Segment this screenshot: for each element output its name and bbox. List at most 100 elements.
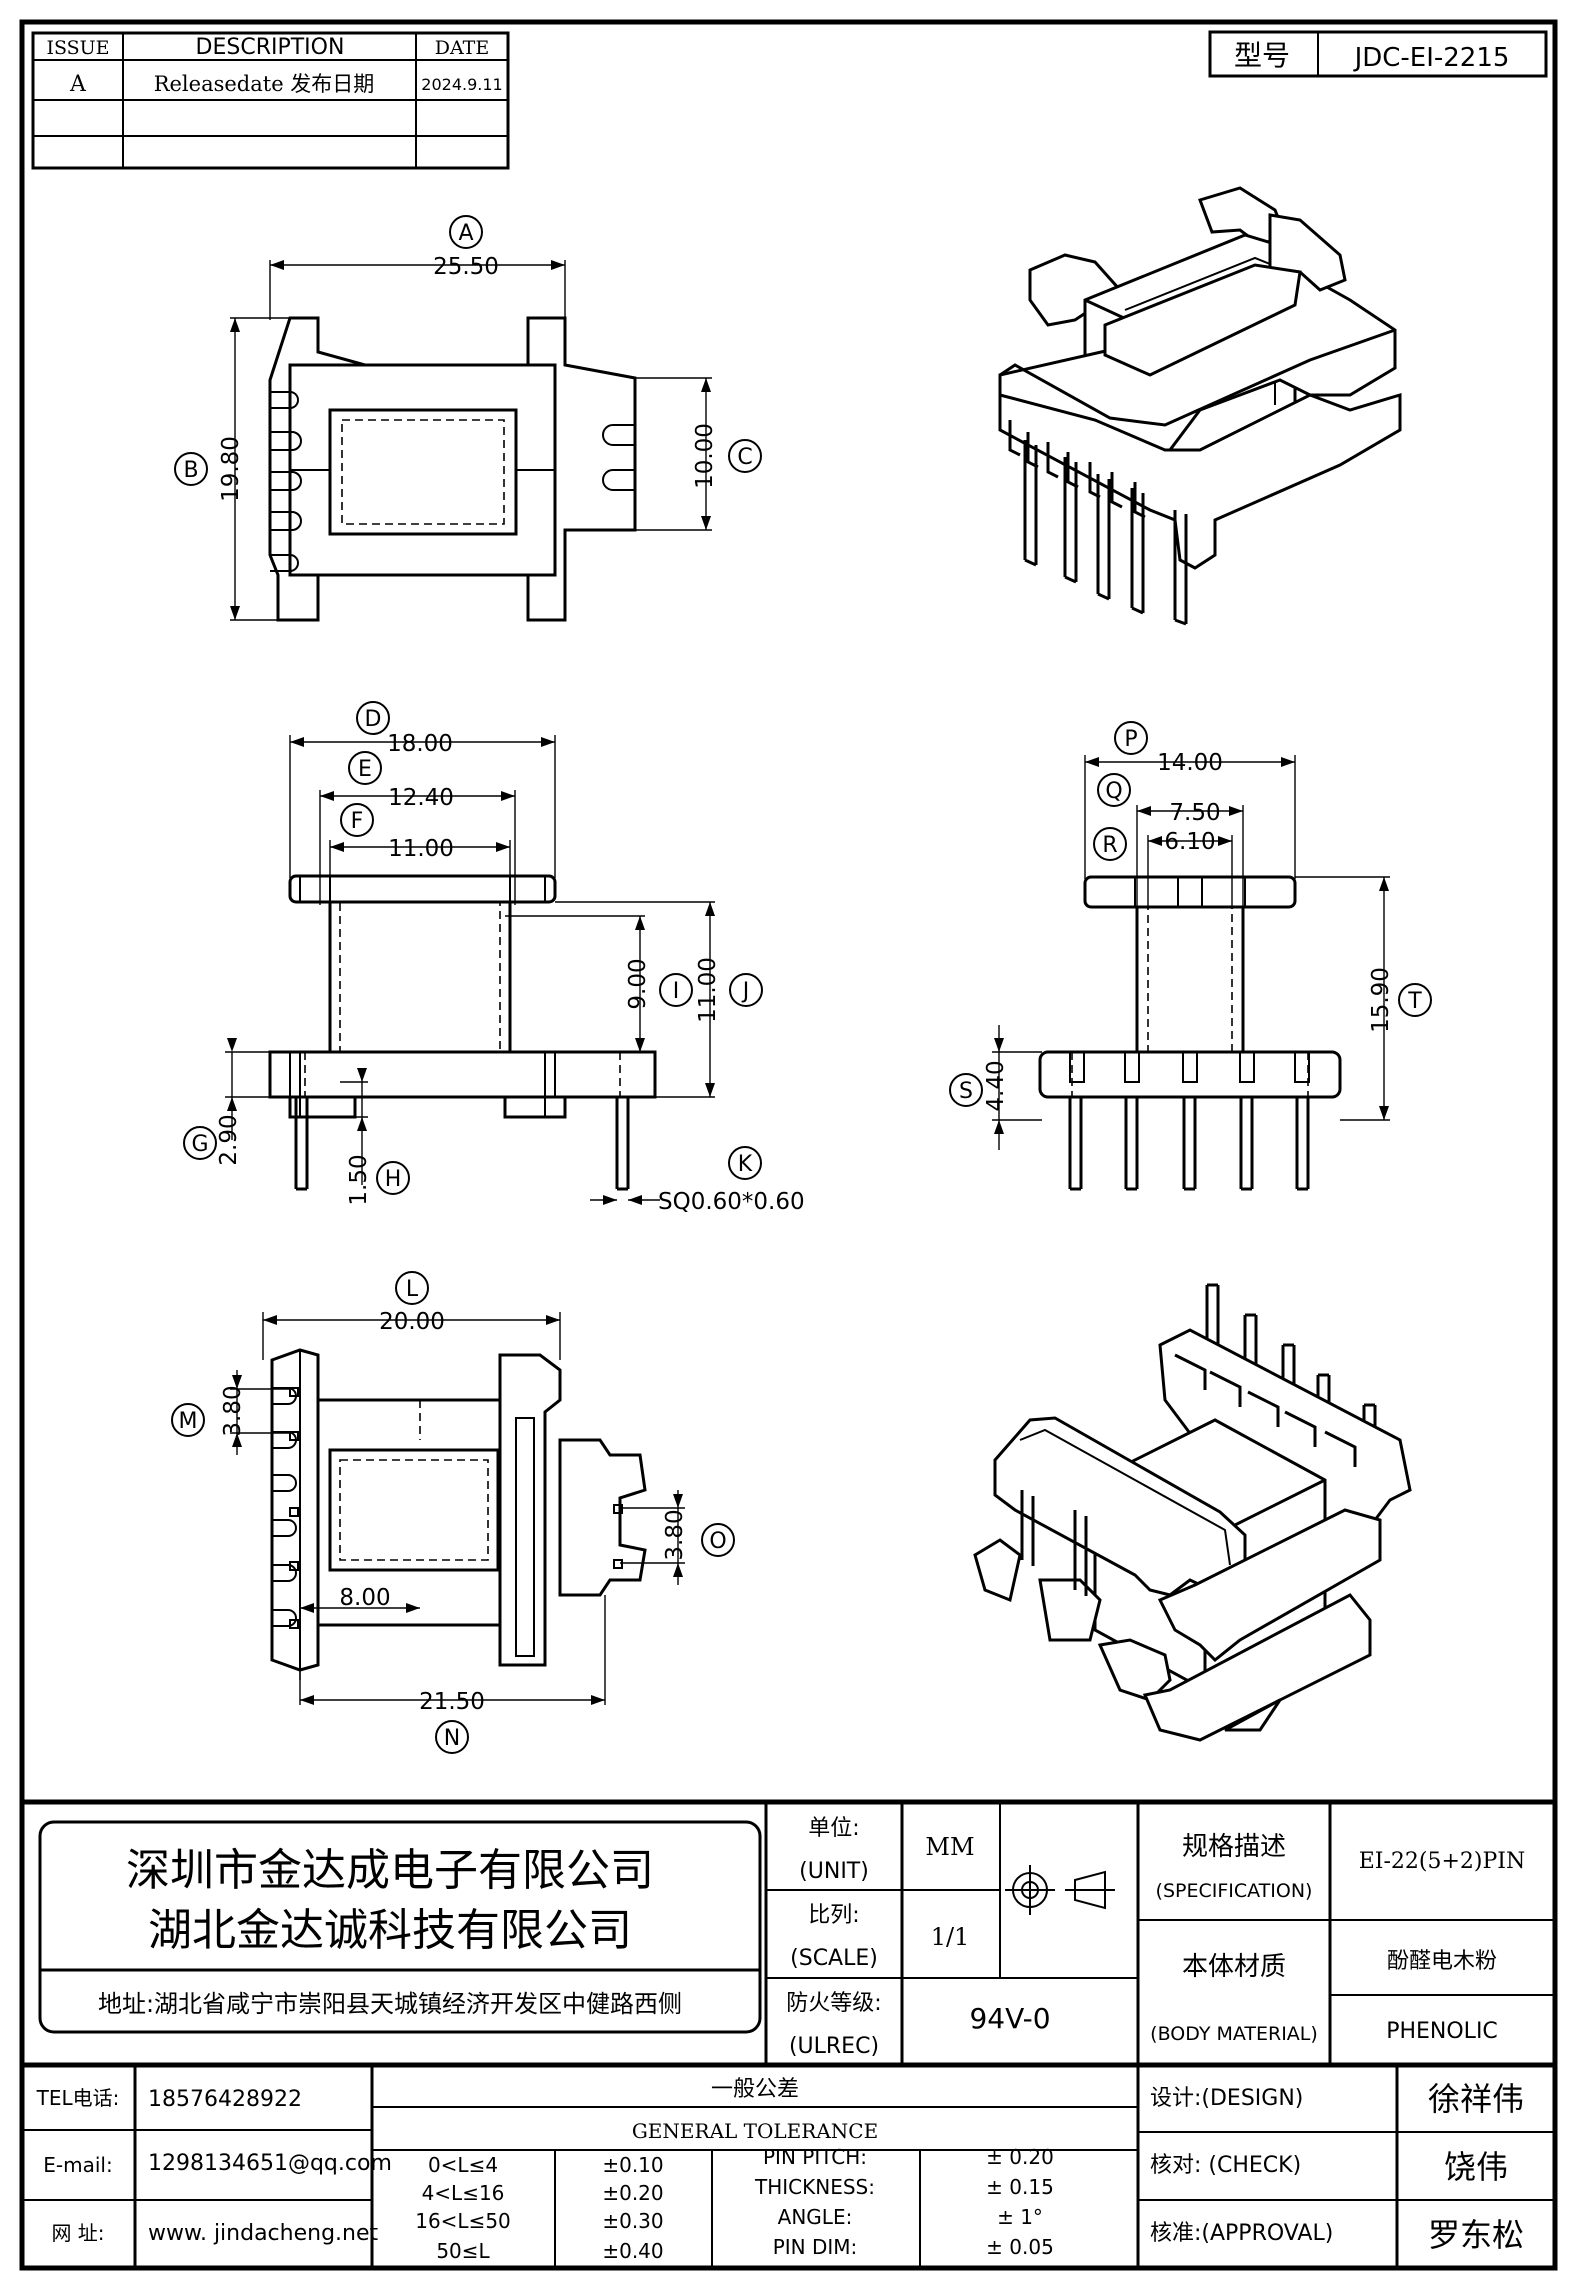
label-E: E — [358, 757, 372, 782]
model-value: JDC-EI-2215 — [1353, 43, 1510, 73]
label-H: H — [385, 1167, 402, 1192]
design-name: 徐祥伟 — [1428, 2080, 1524, 2118]
spec-en: (SPECIFICATION) — [1156, 1880, 1313, 1902]
material-cn: 本体材质 — [1182, 1952, 1286, 1982]
dim-N-value: 21.50 — [419, 1689, 485, 1715]
dim-R-value: 6.10 — [1164, 829, 1215, 855]
tel-label: TEL电话: — [36, 2086, 120, 2110]
front-view: D 18.00 E 12.40 F 11.00 I 9.00 J 11.00 G… — [183, 701, 805, 1215]
dim-K-value: SQ0.60*0.60 — [658, 1189, 805, 1215]
label-D: D — [365, 707, 382, 732]
title-block: 深圳市金达成电子有限公司 湖北金达诚科技有限公司 地址:湖北省咸宁市崇阳县天城镇… — [22, 1799, 1555, 2268]
unit-cn: 单位: — [808, 1816, 859, 1841]
unit-value: MM — [925, 1833, 974, 1861]
dim-S-value: 4.40 — [983, 1060, 1009, 1111]
dim-P-value: 14.00 — [1157, 750, 1223, 776]
rev-header-issue: ISSUE — [46, 37, 109, 59]
label-S: S — [959, 1079, 973, 1104]
tol-item-value: ± 1° — [997, 2205, 1043, 2229]
label-L: L — [406, 1277, 419, 1302]
check-label: 核对: (CHECK) — [1150, 2153, 1301, 2178]
approval-label: 核准:(APPROVAL) — [1150, 2221, 1333, 2246]
isometric-view-upper — [998, 186, 1402, 626]
tolerance-rows: 0<L≤4 ±0.10 PIN PITCH: ± 0.20 4<L≤16 ±0.… — [415, 2145, 1054, 2263]
tol-value: ±0.30 — [602, 2209, 663, 2233]
tol-range: 0<L≤4 — [428, 2153, 498, 2177]
projection-symbol — [1005, 1865, 1115, 1915]
tol-range: 4<L≤16 — [422, 2181, 505, 2205]
tolerance-cn: 一般公差 — [711, 2077, 799, 2102]
dim-C-value: 10.00 — [692, 423, 718, 489]
label-N: N — [444, 1726, 460, 1751]
tol-value: ±0.20 — [602, 2181, 663, 2205]
dim-M-value: 3.80 — [220, 1385, 246, 1436]
dim-E-value: 12.40 — [388, 785, 454, 811]
scale-value: 1/1 — [931, 1923, 970, 1951]
label-F: F — [351, 809, 364, 834]
unit-en: (UNIT) — [799, 1859, 869, 1884]
dim-A-value: 25.50 — [433, 254, 499, 280]
tol-value: ±0.10 — [602, 2153, 663, 2177]
label-M: M — [179, 1409, 198, 1434]
label-P: P — [1124, 727, 1137, 752]
scale-cn: 比列: — [808, 1903, 859, 1928]
rev-header-description: DESCRIPTION — [196, 35, 345, 60]
label-A: A — [458, 221, 473, 246]
tol-item: PIN DIM: — [773, 2235, 858, 2259]
tolerance-en: GENERAL TOLERANCE — [632, 2119, 878, 2143]
tol-range: 16<L≤50 — [415, 2209, 511, 2233]
label-G: G — [191, 1132, 208, 1157]
approval-name: 罗东松 — [1428, 2216, 1524, 2254]
dim-J-value: 11.00 — [695, 957, 721, 1023]
label-T: T — [1407, 989, 1422, 1014]
dim-D-value: 18.00 — [387, 731, 453, 757]
tol-item-value: ± 0.20 — [986, 2145, 1054, 2169]
tel-value: 18576428922 — [148, 2087, 302, 2112]
material-en: (BODY MATERIAL) — [1150, 2023, 1318, 2045]
tol-item: THICKNESS: — [754, 2175, 875, 2199]
isometric-view-lower — [973, 1283, 1412, 1742]
dim-8-value: 8.00 — [339, 1585, 390, 1611]
email-label: E-mail: — [43, 2153, 112, 2177]
label-J: J — [741, 979, 750, 1004]
company-name-2: 湖北金达诚科技有限公司 — [148, 1905, 632, 1956]
dim-F-value: 11.00 — [388, 836, 454, 862]
dim-G-value: 2.90 — [216, 1114, 242, 1165]
spec-value: EI-22(5+2)PIN — [1359, 1849, 1526, 1874]
ul-cn: 防火等级: — [786, 1991, 881, 2016]
dim-Q-value: 7.50 — [1169, 800, 1220, 826]
rev-row-issue: A — [69, 72, 87, 97]
tol-range: 50≤L — [436, 2239, 490, 2263]
tol-item-value: ± 0.05 — [986, 2235, 1054, 2259]
rev-header-date: DATE — [435, 37, 489, 59]
bottom-view: L 20.00 M 3.80 O 3.80 8.00 21.50 N — [171, 1271, 735, 1754]
label-K: K — [738, 1152, 753, 1177]
tol-value: ±0.40 — [602, 2239, 663, 2263]
rev-row-description: Releasedate 发布日期 — [154, 72, 375, 96]
model-label: 型号 — [1234, 39, 1290, 72]
spec-cn: 规格描述 — [1182, 1832, 1286, 1862]
design-label: 设计:(DESIGN) — [1150, 2086, 1303, 2111]
email-value: 1298134651@qq.com — [148, 2151, 392, 2176]
model-box: 型号 JDC-EI-2215 — [1208, 30, 1548, 78]
tol-item-value: ± 0.15 — [986, 2175, 1054, 2199]
label-O: O — [709, 1529, 726, 1554]
company-name-1: 深圳市金达成电子有限公司 — [126, 1845, 654, 1896]
label-B: B — [183, 458, 198, 483]
dim-B-value: 19.80 — [218, 436, 244, 502]
material-value-cn: 酚醛电木粉 — [1387, 1949, 1497, 1974]
dim-I-value: 9.00 — [625, 958, 651, 1009]
dim-L-value: 20.00 — [379, 1309, 445, 1335]
ul-value: 94V-0 — [969, 2002, 1050, 2035]
label-I: I — [673, 979, 680, 1004]
sheet-border — [19, 19, 1558, 2271]
scale-en: (SCALE) — [790, 1946, 878, 1971]
rev-row-date: 2024.9.11 — [421, 75, 502, 94]
top-view: A 25.50 B 19.80 C 10.00 — [174, 215, 762, 622]
ul-en: (ULREC) — [789, 2034, 879, 2059]
dim-H-value: 1.50 — [346, 1154, 372, 1205]
revision-table: ISSUE DESCRIPTION DATE A Releasedate 发布日… — [31, 31, 510, 170]
side-view: P 14.00 Q 7.50 R 6.10 T 15.90 S 4.40 — [949, 721, 1432, 1191]
company-address: 地址:湖北省咸宁市崇阳县天城镇经济开发区中健路西侧 — [98, 1990, 682, 2018]
